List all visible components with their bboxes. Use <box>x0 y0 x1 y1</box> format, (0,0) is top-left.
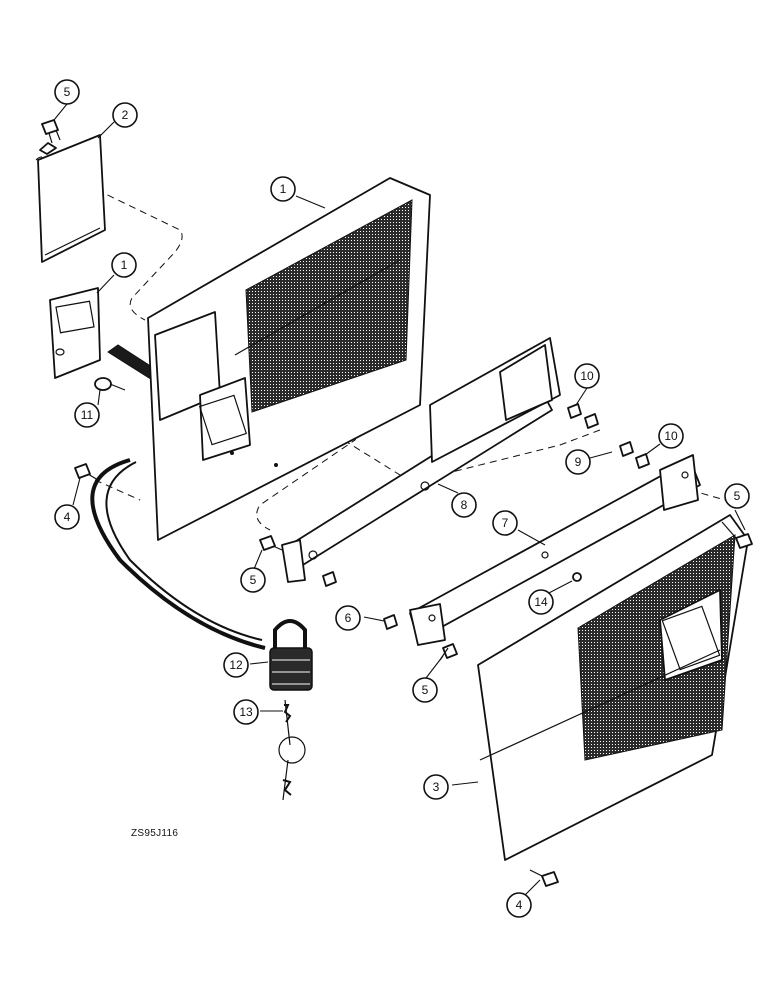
svg-text:10: 10 <box>580 369 594 383</box>
part-2-cover-plate <box>37 129 106 263</box>
svg-text:12: 12 <box>229 658 243 672</box>
callout-4b: 4 <box>506 892 532 918</box>
callout-10b: 10 <box>658 423 684 449</box>
part-8-mounting-bracket <box>281 337 561 583</box>
padlock-cable <box>90 458 266 650</box>
svg-text:4: 4 <box>64 510 71 524</box>
svg-text:7: 7 <box>502 516 509 530</box>
callout-7: 7 <box>492 510 518 536</box>
svg-text:1: 1 <box>121 258 128 272</box>
part-12-padlock <box>269 619 313 691</box>
nut-6a <box>322 571 337 587</box>
reference-code: ZS95J116 <box>131 828 179 839</box>
svg-text:4: 4 <box>516 898 523 912</box>
bolt-9a <box>584 413 599 429</box>
part-7-mounting-bracket <box>409 454 701 646</box>
callout-12: 12 <box>223 652 249 678</box>
callout-13: 13 <box>233 699 259 725</box>
svg-text:10: 10 <box>664 429 678 443</box>
bolt-9b <box>619 441 634 457</box>
hardware-bolts-nuts <box>41 119 753 887</box>
bolt-5c <box>439 643 458 661</box>
bolt-5d <box>721 521 753 549</box>
bolt-5a <box>41 119 61 141</box>
svg-text:5: 5 <box>250 573 257 587</box>
nut-14 <box>572 572 582 582</box>
svg-text:2: 2 <box>122 108 129 122</box>
callout-9: 9 <box>565 449 591 475</box>
bolt-4a <box>74 463 99 481</box>
callout-5c: 5 <box>240 567 266 593</box>
part-13-keys <box>278 699 306 801</box>
part-3-right-side-panel <box>477 514 749 861</box>
svg-text:14: 14 <box>534 595 548 609</box>
callout-1b: 1 <box>111 252 137 278</box>
svg-text:13: 13 <box>239 705 253 719</box>
svg-text:5: 5 <box>64 85 71 99</box>
callout-10a: 10 <box>574 363 600 389</box>
callout-6: 6 <box>335 605 361 631</box>
svg-text:1: 1 <box>280 182 287 196</box>
callout-14: 14 <box>528 589 554 615</box>
callout-5b: 5 <box>724 483 750 509</box>
svg-text:8: 8 <box>461 498 468 512</box>
callout-2: 2 <box>112 102 138 128</box>
nut-10a <box>567 403 582 419</box>
bolt-5b <box>259 535 283 551</box>
leader-lines <box>53 103 746 897</box>
callout-3: 3 <box>423 774 449 800</box>
callout-5a: 5 <box>54 79 80 105</box>
part-1-latch-plate <box>49 287 101 379</box>
callout-4a: 4 <box>54 504 80 530</box>
callout-1a: 1 <box>270 176 296 202</box>
bolt-4b <box>529 869 559 887</box>
part-1-left-side-panel <box>147 177 431 541</box>
svg-text:5: 5 <box>422 683 429 697</box>
callout-8: 8 <box>451 492 477 518</box>
svg-text:3: 3 <box>433 780 440 794</box>
callout-5d: 5 <box>412 677 438 703</box>
nut-6b <box>383 614 398 630</box>
svg-text:5: 5 <box>734 489 741 503</box>
svg-text:11: 11 <box>81 408 94 422</box>
callout-11: 11 <box>74 402 100 428</box>
nut-10b <box>635 453 650 469</box>
svg-text:6: 6 <box>345 611 352 625</box>
svg-text:9: 9 <box>575 455 582 469</box>
